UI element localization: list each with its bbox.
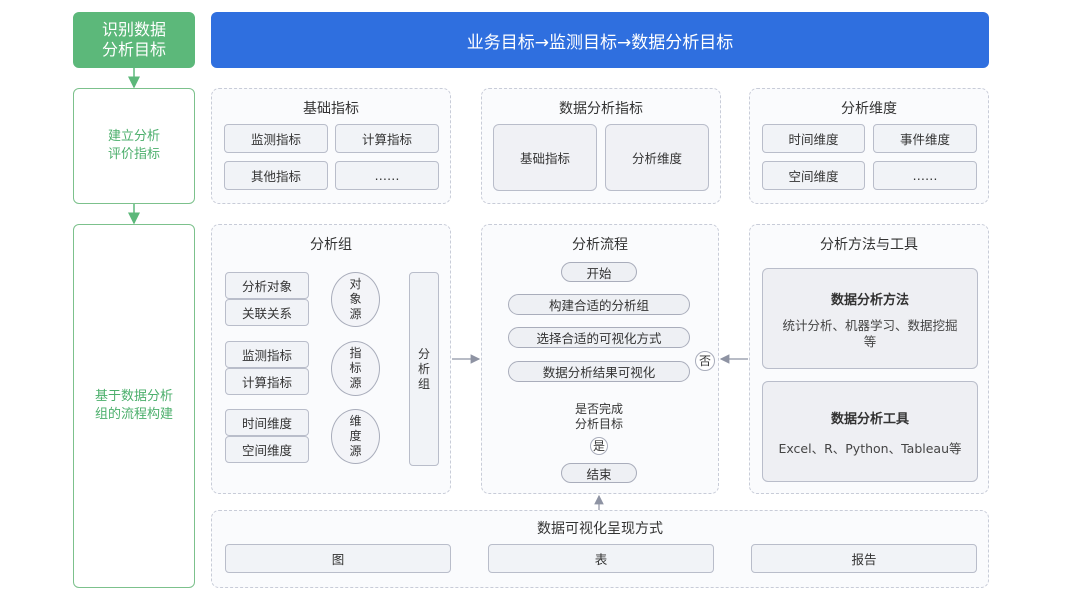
analysis-tools-title: 数据分析工具 [830, 412, 909, 427]
analysis-indicator-card: 基础指标 [493, 124, 597, 191]
flow-end: 结束 [561, 463, 637, 483]
visualization-chart: 图 [225, 544, 451, 573]
analysis-dimensions-title: 分析维度 [841, 101, 897, 117]
indicator-source-node: 指 标 源 [331, 341, 380, 396]
methods-tools-title: 分析方法与工具 [820, 237, 918, 253]
analysis-tools-text: Excel、R、Python、Tableau等 [778, 441, 962, 456]
group-input: 关联关系 [225, 299, 309, 326]
flow-start: 开始 [561, 262, 637, 282]
analysis-indicator-card: 分析维度 [605, 124, 709, 191]
group-input: 空间维度 [225, 436, 309, 463]
flow-no-label: 否 [695, 351, 715, 371]
analysis-methods-title: 数据分析方法 [830, 293, 909, 308]
group-input: 监测指标 [225, 341, 309, 368]
dimension-chip: 空间维度 [762, 161, 865, 190]
visualization-report: 报告 [751, 544, 977, 573]
object-source-node: 对 象 源 [331, 272, 380, 327]
dimension-source-node: 维 度 源 [331, 409, 380, 464]
indicator-chip: 监测指标 [224, 124, 328, 153]
group-input: 计算指标 [225, 368, 309, 395]
visualization-table: 表 [488, 544, 714, 573]
analysis-tools-card: 数据分析工具 Excel、R、Python、Tableau等 [762, 381, 978, 482]
analysis-indicators-title: 数据分析指标 [559, 101, 643, 117]
step-flow-build: 基于数据分析 组的流程构建 [73, 224, 195, 588]
flow-step-build-group: 构建合适的分析组 [508, 294, 690, 315]
flow-yes-label: 是 [590, 437, 608, 455]
flow-step-visualize-results: 数据分析结果可视化 [508, 361, 690, 382]
analysis-methods-card: 数据分析方法 统计分析、机器学习、数据挖掘 等 [762, 268, 978, 369]
indicator-chip: 计算指标 [335, 124, 439, 153]
visualization-title: 数据可视化呈现方式 [537, 521, 663, 537]
goal-banner: 业务目标→监测目标→数据分析目标 [211, 12, 989, 68]
analysis-methods-text: 统计分析、机器学习、数据挖掘 等 [782, 318, 958, 349]
indicator-chip: 其他指标 [224, 161, 328, 190]
group-input: 分析对象 [225, 272, 309, 299]
dimension-chip: …… [873, 161, 977, 190]
dimension-chip: 时间维度 [762, 124, 865, 153]
analysis-group-node: 分 析 组 [409, 272, 439, 466]
flow-step-choose-visualization: 选择合适的可视化方式 [508, 327, 690, 348]
step-build-indicators: 建立分析 评价指标 [73, 88, 195, 204]
group-input: 时间维度 [225, 409, 309, 436]
dimension-chip: 事件维度 [873, 124, 977, 153]
step-identify-goal: 识别数据 分析目标 [73, 12, 195, 68]
analysis-flow-title: 分析流程 [572, 237, 628, 253]
basic-indicators-title: 基础指标 [303, 101, 359, 117]
analysis-group-title: 分析组 [310, 237, 352, 253]
flow-decision: 是否完成 分析目标 [574, 402, 623, 431]
indicator-chip: …… [335, 161, 439, 190]
